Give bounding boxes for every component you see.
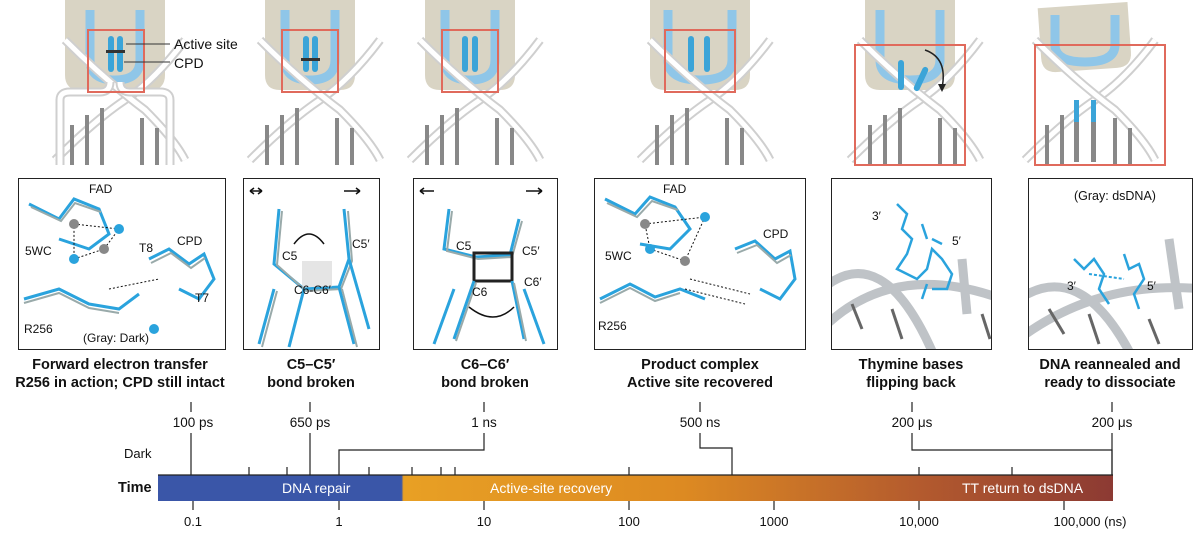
c6c6prime-label: C6-C6′ — [294, 283, 331, 297]
panel-c5-bond-broken: C5 C5′ C6-C6′ — [243, 178, 380, 350]
c6-label: C6 — [472, 285, 488, 299]
cartoon-6 — [1025, 1, 1166, 166]
time-label-1: 100 ps — [172, 415, 214, 430]
tick-label: 1 — [335, 514, 343, 529]
gray-dsdna-note: (Gray: dsDNA) — [1074, 189, 1156, 203]
5prime-label: 5′ — [952, 234, 961, 248]
cartoon-1 — [55, 0, 185, 165]
timeline-bar — [158, 475, 1113, 501]
dark-label: Dark — [124, 446, 152, 461]
3prime-label: 3′ — [1067, 279, 1076, 293]
panel-thymine-flipping: 3′ 5′ — [831, 178, 992, 350]
time-axis-title: Time — [118, 480, 152, 496]
tick-label: 100,000 (ns) — [1053, 514, 1127, 529]
cartoon-3 — [410, 0, 540, 165]
panel-dna-reannealed: (Gray: dsDNA) 3′ 5′ — [1028, 178, 1193, 350]
tick-label: 10,000 — [899, 514, 939, 529]
c5prime-label: C5′ — [352, 237, 370, 251]
c5-label: C5 — [282, 249, 298, 263]
c6prime-label: C6′ — [524, 275, 542, 289]
tick-label: 0.1 — [183, 514, 203, 529]
t7-label: T7 — [195, 291, 210, 305]
time-label-4: 500 ns — [679, 415, 721, 430]
fad-label: FAD — [89, 182, 113, 196]
phase-tt-return: TT return to dsDNA — [962, 480, 1084, 496]
tick-label: 10 — [476, 514, 492, 529]
panel-product-complex: FAD 5WC CPD R256 — [594, 178, 806, 350]
caption-panel-3: C6–C6′bond broken — [441, 357, 529, 391]
cartoon-2 — [250, 0, 380, 165]
c5prime-label: C5′ — [522, 244, 540, 258]
panel-forward-electron-transfer: FAD 5WC T8 CPD T7 R256 (Gray: Dark) — [18, 178, 226, 350]
time-label-5: 200 μs — [891, 415, 933, 430]
tick-label: 100 — [618, 514, 640, 529]
gray-dark-note: (Gray: Dark) — [83, 331, 149, 345]
phase-active-site-recovery: Active-site recovery — [490, 480, 613, 496]
time-label-6: 200 μs — [1091, 415, 1133, 430]
t8-label: T8 — [139, 241, 154, 255]
time-label-2: 650 ps — [289, 415, 331, 430]
caption-panel-2: C5–C5′bond broken — [267, 357, 355, 391]
cpd-label: CPD — [174, 55, 204, 71]
r256-label: R256 — [24, 322, 53, 336]
r256-label: R256 — [598, 319, 627, 333]
phase-dna-repair: DNA repair — [282, 480, 351, 496]
3prime-label: 3′ — [872, 209, 881, 223]
5wc-label: 5WC — [605, 249, 632, 263]
cpd-structure-label: CPD — [763, 227, 789, 241]
tick-label: 1000 — [759, 514, 789, 529]
cartoon-5 — [850, 0, 980, 166]
5prime-label: 5′ — [1147, 279, 1156, 293]
timeline — [158, 402, 1113, 510]
active-site-label: Active site — [174, 36, 238, 52]
panel-c6-bond-broken: C5 C5′ C6 C6′ — [413, 178, 558, 350]
c5-label: C5 — [456, 239, 472, 253]
cartoon-4 — [640, 0, 770, 165]
5wc-label: 5WC — [25, 244, 52, 258]
time-label-3: 1 ns — [471, 415, 497, 430]
fad-label: FAD — [663, 182, 687, 196]
cpd-structure-label: CPD — [177, 234, 203, 248]
